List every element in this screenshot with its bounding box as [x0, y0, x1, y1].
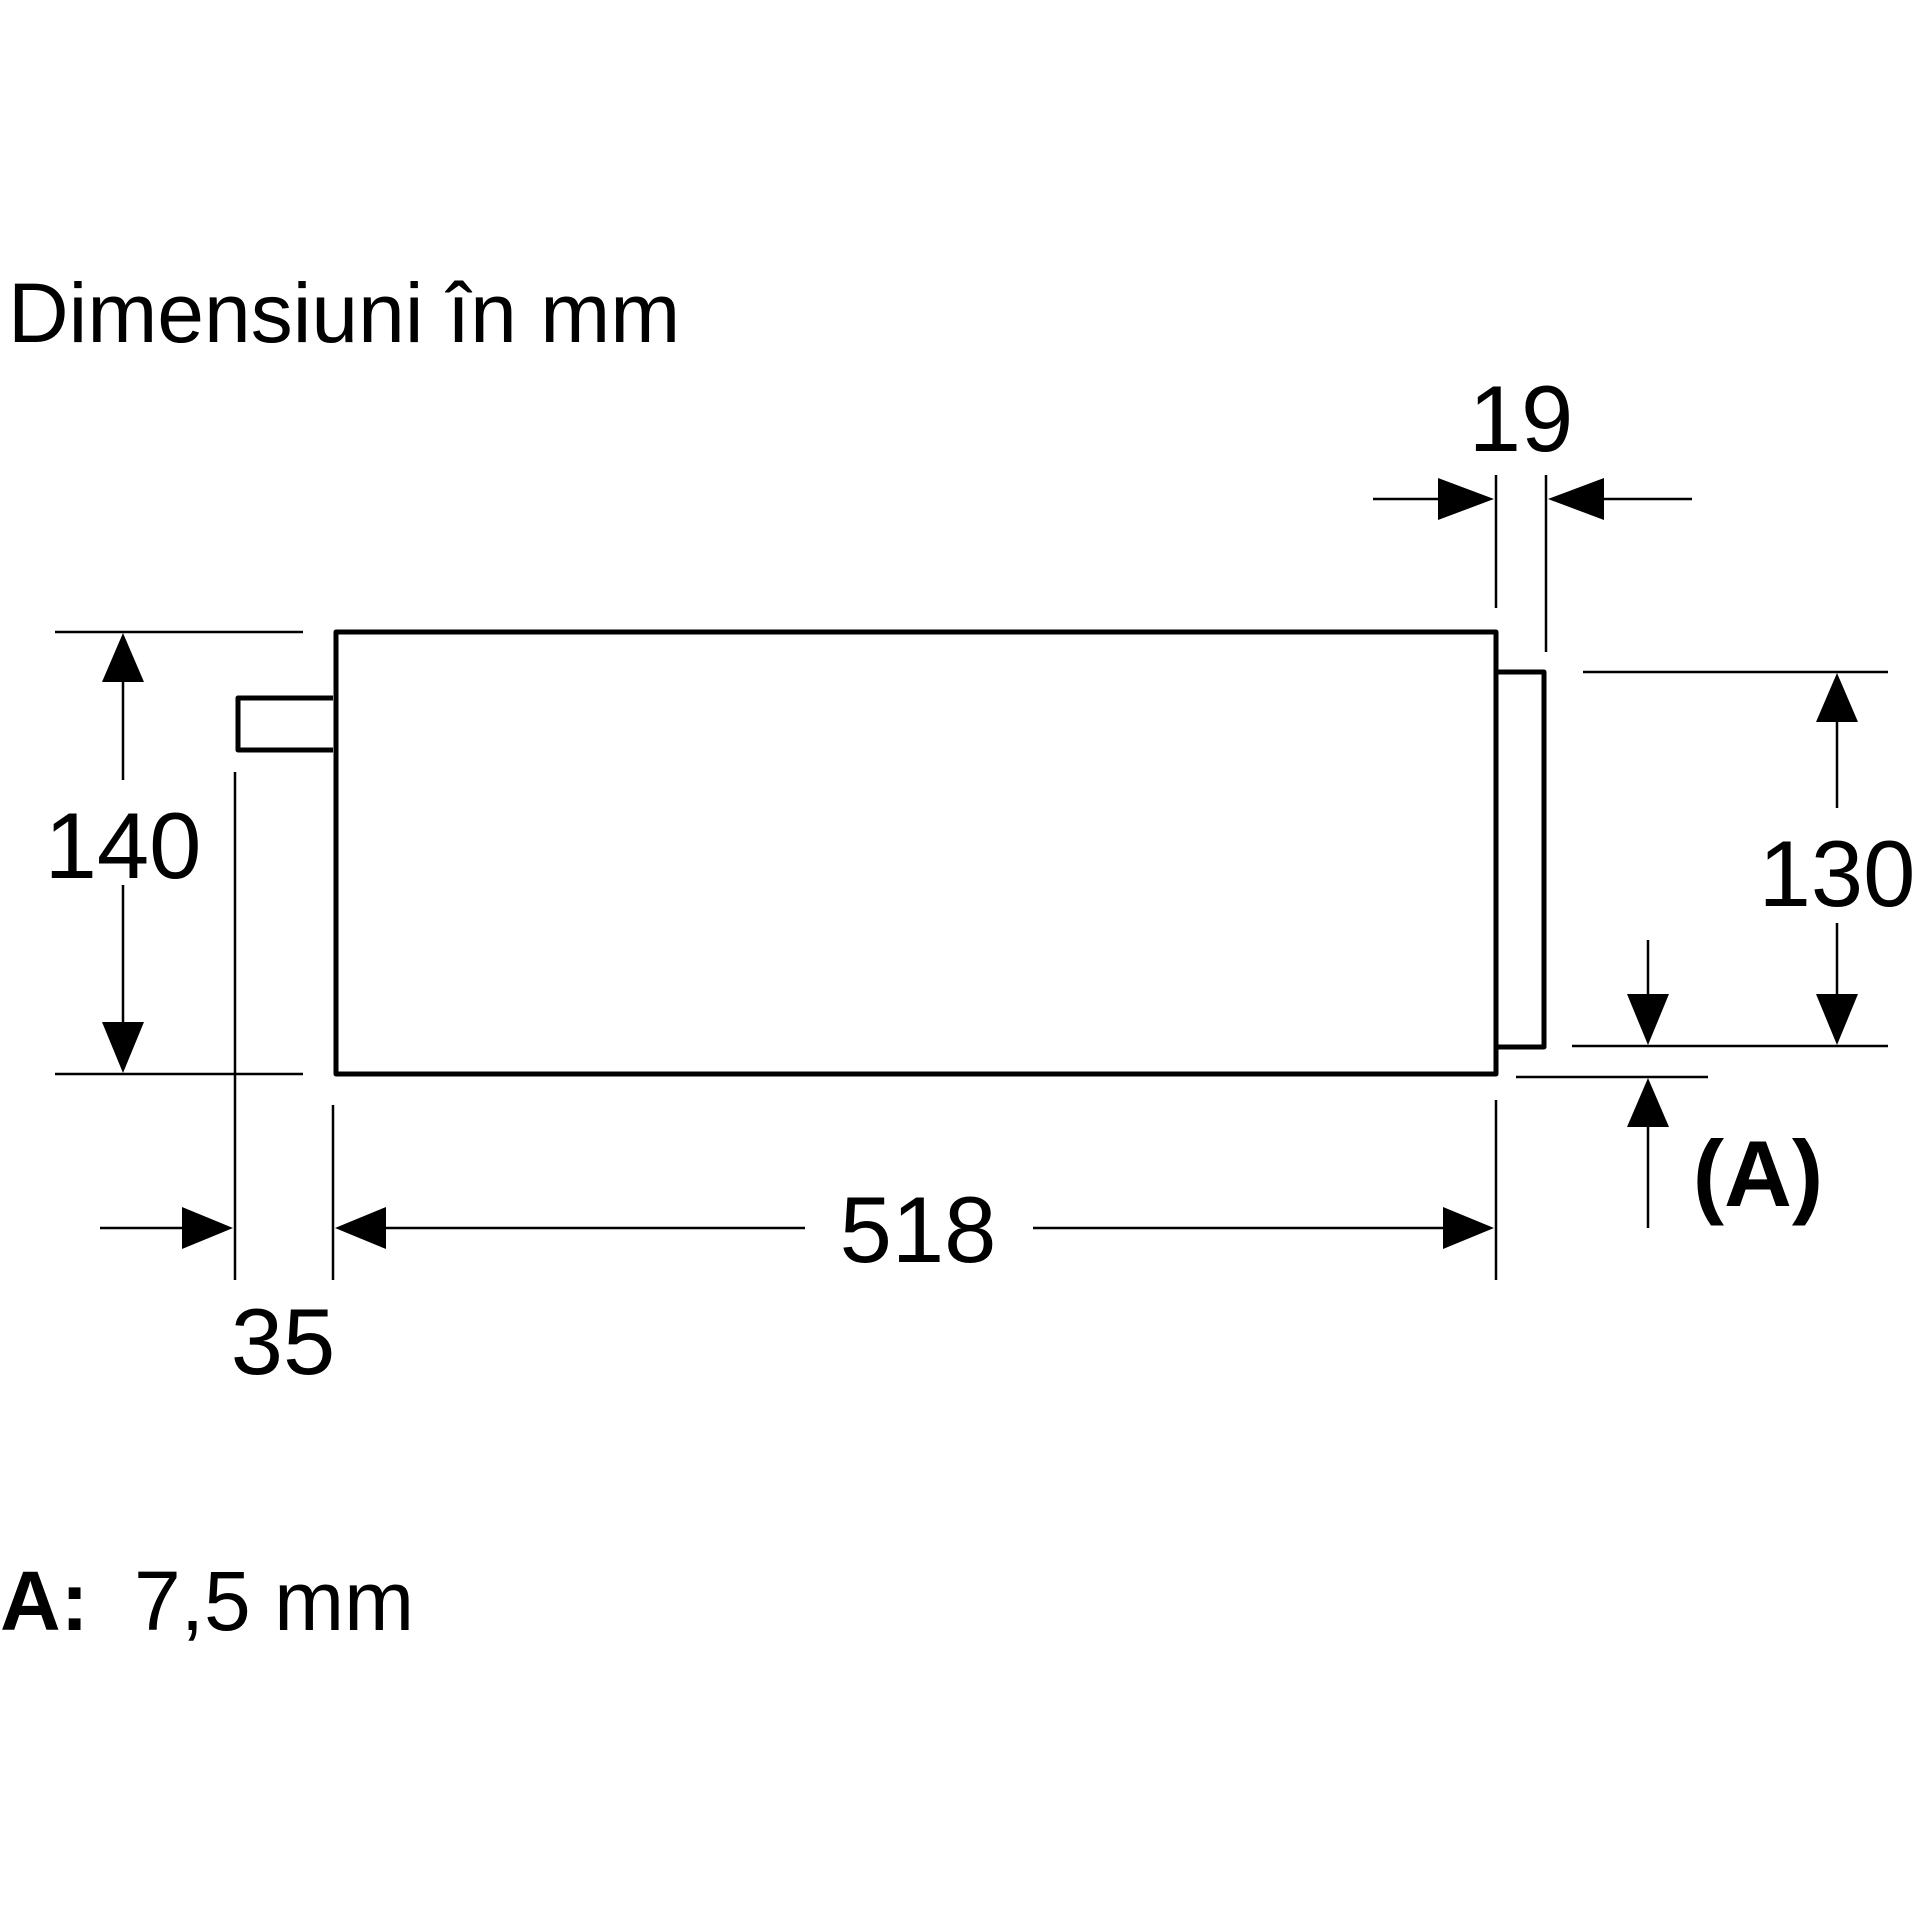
dimension-19: 19 [1373, 366, 1692, 652]
arrow-down [1627, 994, 1669, 1045]
arrow-up [1627, 1078, 1669, 1127]
front-panel [1498, 669, 1547, 1050]
arrow-left [1548, 478, 1604, 520]
arrow-up [1816, 673, 1858, 722]
dimension-518: 518 [331, 1100, 1498, 1282]
dimension-label-130: 130 [1759, 821, 1912, 926]
dimension-35: 35 [100, 772, 335, 1394]
dimension-label-518: 518 [840, 1177, 997, 1282]
dimension-label-140: 140 [45, 793, 202, 898]
legend-key: A: [0, 1554, 89, 1648]
gap-marker-label: (A) [1693, 1121, 1824, 1226]
arrow-right [182, 1207, 233, 1249]
arrow-up [102, 633, 144, 682]
arrow-left [335, 1207, 386, 1249]
dimension-label-19: 19 [1469, 366, 1574, 471]
rear-connector [235, 695, 333, 753]
arrow-down [102, 1022, 144, 1073]
legend-value: 7,5 mm [134, 1554, 414, 1648]
arrow-down [1816, 994, 1858, 1045]
appliance-body [333, 629, 1499, 1077]
drawing-title: Dimensiuni în mm [8, 266, 680, 360]
arrow-right [1443, 1207, 1494, 1249]
legend: A: 7,5 mm [0, 1554, 414, 1648]
dimension-gap-a: (A) [1516, 940, 1823, 1228]
dimension-140: 140 [45, 630, 303, 1076]
dimension-label-35: 35 [231, 1289, 336, 1394]
arrow-right [1438, 478, 1494, 520]
dimension-130: 130 [1572, 670, 1912, 1048]
